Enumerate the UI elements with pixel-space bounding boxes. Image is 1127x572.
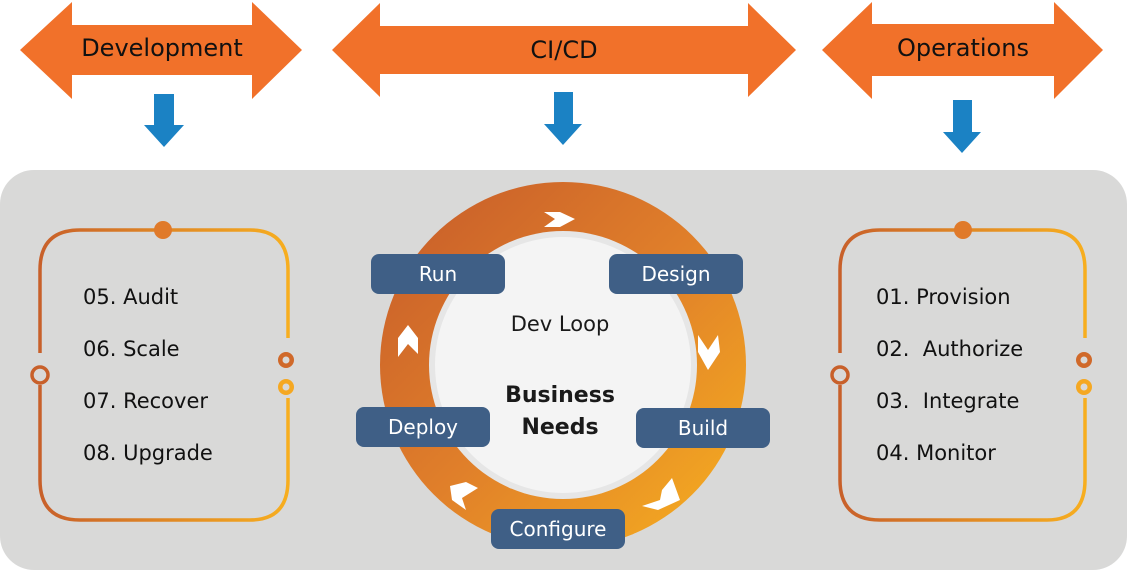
development-down-arrow-icon <box>144 94 184 147</box>
stage-run: Run <box>371 254 505 294</box>
top-node-icon <box>954 221 972 239</box>
operations-list-item: 04. Monitor <box>876 441 996 465</box>
top-node-icon <box>154 221 172 239</box>
business-needs-line1: Business <box>505 383 615 408</box>
operations-double-arrow-icon <box>822 2 1103 99</box>
development-list-item: 08. Upgrade <box>83 441 213 465</box>
operations-list-item: 01. Provision <box>876 285 1011 309</box>
development-frame <box>30 221 294 522</box>
stage-deploy: Deploy <box>356 407 490 447</box>
phase-label-development: Development <box>81 34 243 62</box>
development-list-item: 06. Scale <box>83 337 180 361</box>
dev-loop-title: Dev Loop <box>510 312 610 336</box>
chevron-down-left-icon <box>642 478 680 510</box>
cicd-down-arrow-icon <box>544 92 582 145</box>
dev-loop-ring <box>380 182 746 548</box>
cicd-double-arrow-icon <box>332 3 796 97</box>
phase-label-cicd: CI/CD <box>530 36 598 64</box>
development-list-item: 07. Recover <box>83 389 209 413</box>
operations-list-item: 02. Authorize <box>876 337 1024 361</box>
operations-frame <box>830 221 1092 522</box>
stage-build: Build <box>636 408 770 448</box>
stage-design: Design <box>609 254 743 294</box>
operations-down-arrow-icon <box>943 100 981 153</box>
development-double-arrow-icon <box>20 2 302 99</box>
business-needs-line2: Needs <box>521 415 599 440</box>
chevron-down-icon <box>698 335 720 370</box>
chevron-up-left-icon <box>450 482 478 510</box>
phase-label-operations: Operations <box>897 34 1029 62</box>
phase-arrows <box>20 2 1103 153</box>
left-ring-node-icon <box>30 365 50 385</box>
stage-configure: Configure <box>491 509 625 549</box>
development-list-item: 05. Audit <box>83 285 179 309</box>
left-ring-node-icon <box>830 365 850 385</box>
operations-list-item: 03. Integrate <box>876 389 1020 413</box>
chevron-right-icon <box>544 212 575 227</box>
chevron-up-icon <box>398 325 418 357</box>
